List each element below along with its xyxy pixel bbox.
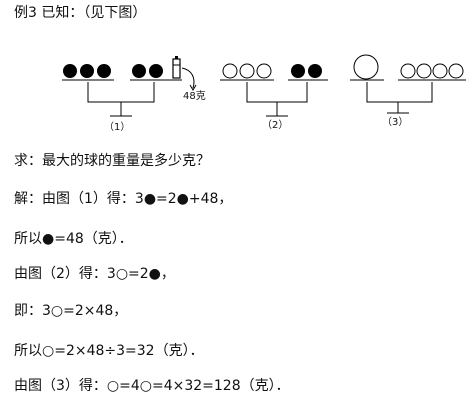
figure-label-1: （1）	[104, 122, 131, 133]
empty-ball	[448, 63, 464, 79]
filled-ball	[291, 64, 305, 78]
filled-ball	[80, 64, 94, 78]
weight-icon	[172, 56, 181, 79]
filled-ball	[97, 64, 111, 78]
balance-beam	[87, 82, 155, 117]
empty-ball	[432, 63, 448, 79]
filled-ball	[308, 64, 322, 78]
balance-diagrams	[62, 54, 466, 117]
balance-beam	[246, 82, 308, 117]
weight-label: 48克	[183, 91, 206, 102]
balance-figure-1	[62, 56, 197, 117]
example-heading: 例3 已知：（见下图）	[14, 5, 147, 21]
empty-ball	[222, 63, 238, 79]
figure-label-2: （2）	[262, 120, 289, 131]
filled-ball	[132, 64, 146, 78]
filled-ball	[149, 64, 163, 78]
solution-line: 所以○=2×48÷3=32（克）．	[14, 343, 204, 359]
figure-label-3: （3）	[382, 117, 409, 128]
big-ball	[353, 54, 379, 80]
empty-ball	[416, 63, 432, 79]
balance-figure-2	[220, 63, 328, 117]
balance-beam	[366, 82, 433, 114]
solution-line: 解：由图（1）得：3●=2●+48，	[14, 191, 233, 207]
empty-ball	[256, 63, 272, 79]
empty-ball	[400, 63, 416, 79]
solution-line: 由图（3）得：○=4○=4×32=128（克）．	[14, 378, 290, 394]
solution-line: 即：3○=2×48，	[14, 303, 128, 319]
balance-figure-3	[350, 54, 466, 114]
solution-line: 由图（2）得：3○=2●，	[14, 266, 175, 282]
question-text: 求：最大的球的重量是多少克？	[14, 153, 210, 169]
empty-ball	[239, 63, 255, 79]
arrow-icon	[181, 67, 195, 89]
solution-line: 所以●=48（克）．	[14, 231, 133, 247]
filled-ball	[63, 64, 77, 78]
